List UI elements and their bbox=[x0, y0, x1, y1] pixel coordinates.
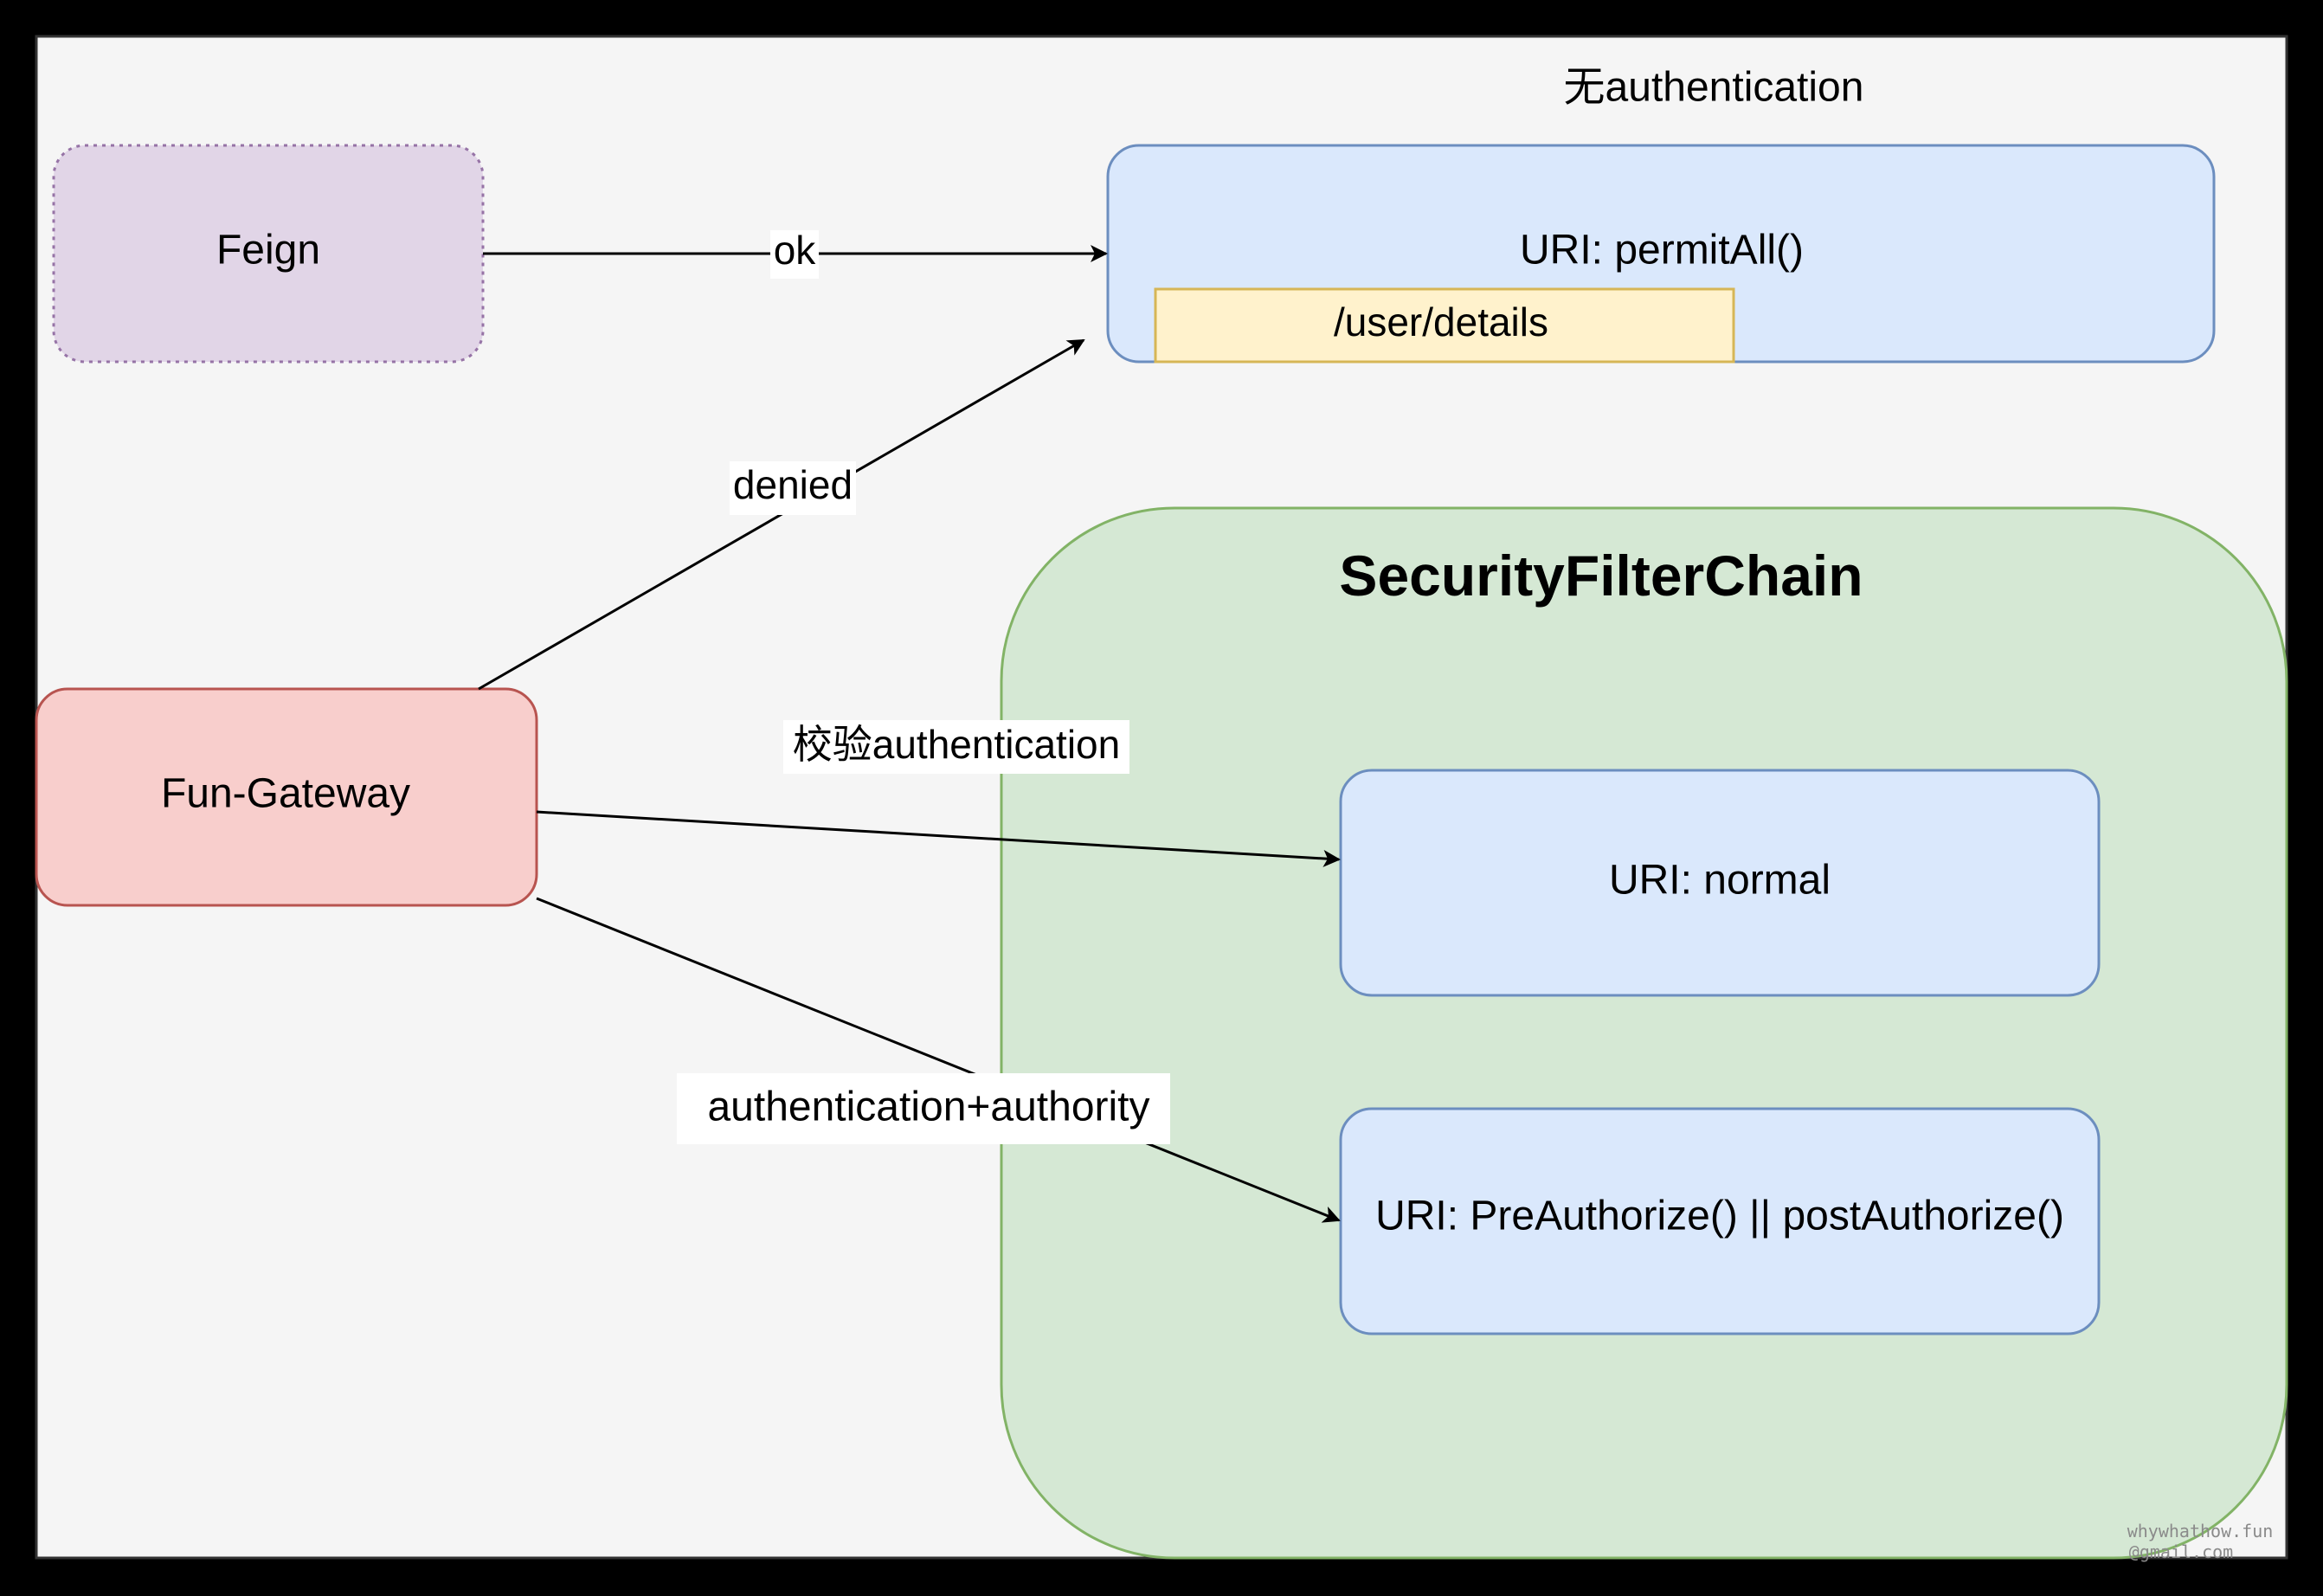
edge-auth-authority-label-bg bbox=[677, 1073, 1170, 1144]
uri-preauthorize-label: URI: PreAuthorize() || postAuthorize() bbox=[1375, 1194, 2064, 1239]
permit-all-label: URI: permitAll() bbox=[1520, 228, 1804, 274]
edge-ok-label-bg bbox=[770, 230, 819, 279]
edge-gateway-to-normal bbox=[536, 810, 1341, 867]
edge-denied-label: denied bbox=[733, 462, 853, 507]
user-details-label: /user/details bbox=[1334, 299, 1548, 344]
edge-check-auth-label: 校验authentication bbox=[793, 722, 1120, 767]
edge-auth-authority-label: authentication+authority bbox=[707, 1084, 1149, 1130]
security-filter-chain-title: SecurityFilterChain bbox=[1339, 544, 1863, 608]
gateway-node bbox=[35, 687, 538, 907]
security-filter-chain-container bbox=[1000, 506, 2288, 1560]
uri-normal-label: URI: normal bbox=[1609, 858, 1831, 904]
no-authentication-label: 无authentication bbox=[1564, 65, 1864, 111]
gateway-label: Fun-Gateway bbox=[161, 771, 410, 817]
uri-preauthorize-box bbox=[1339, 1107, 2101, 1335]
watermark-line-2: @gmail.com bbox=[2129, 1541, 2233, 1562]
edge-check-auth-label-bg bbox=[783, 720, 1129, 774]
feign-label: Feign bbox=[216, 228, 320, 274]
user-details-box bbox=[1154, 287, 1735, 364]
edge-gateway-to-preauthorize bbox=[536, 897, 1341, 1223]
edge-ok-label: ok bbox=[774, 228, 817, 273]
edge-denied-label-bg bbox=[730, 461, 856, 515]
uri-normal-box bbox=[1339, 769, 2101, 997]
watermark-line-1: whywhathow.fun bbox=[2127, 1521, 2274, 1541]
feign-node bbox=[52, 144, 485, 364]
